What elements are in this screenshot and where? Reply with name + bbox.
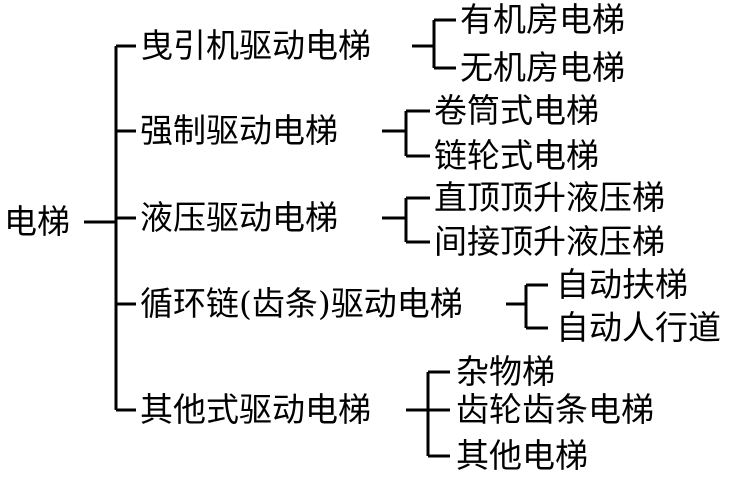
- leaf-indirect-hydraulic: 间接顶升液压梯: [434, 222, 665, 261]
- leaf-drum: 卷筒式电梯: [434, 91, 599, 130]
- root-node: 电梯: [4, 202, 70, 241]
- leaf-machine-roomless: 无机房电梯: [460, 48, 625, 87]
- leaf-other-elevator: 其他电梯: [456, 436, 588, 475]
- leaf-moving-walk: 自动人行道: [556, 308, 721, 347]
- leaf-machine-room: 有机房电梯: [460, 0, 625, 39]
- leaf-rack-pinion: 齿轮齿条电梯: [456, 390, 654, 429]
- branch-other-drive: 其他式驱动电梯: [140, 390, 371, 429]
- leaf-sprocket: 链轮式电梯: [434, 136, 599, 175]
- branch-chain-rack: 循环链(齿条)驱动电梯: [140, 284, 463, 323]
- leaf-escalator: 自动扶梯: [556, 265, 688, 304]
- branch-hydraulic: 液压驱动电梯: [140, 198, 338, 237]
- branch-positive-drive: 强制驱动电梯: [140, 111, 338, 150]
- leaf-dumbwaiter: 杂物梯: [456, 352, 555, 391]
- branch-traction: 曳引机驱动电梯: [140, 26, 371, 65]
- leaf-direct-hydraulic: 直顶顶升液压梯: [434, 178, 665, 217]
